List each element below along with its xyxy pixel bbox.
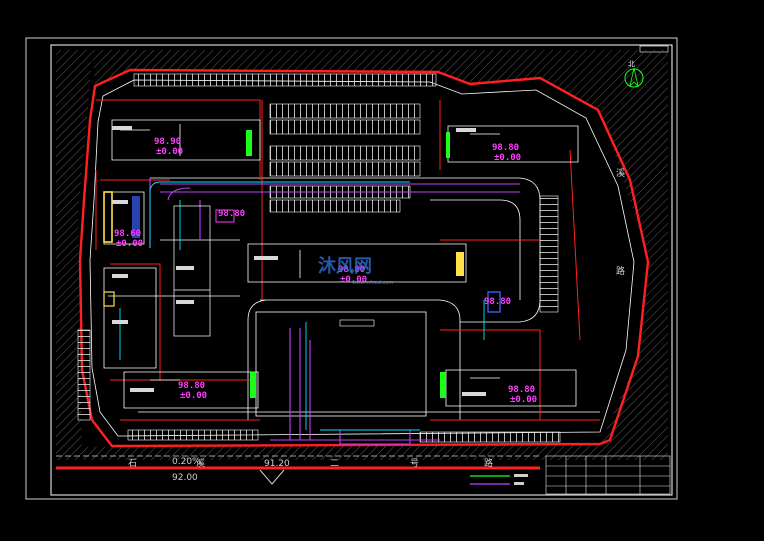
b7-elev: 98.80	[218, 209, 245, 219]
note-5	[462, 392, 486, 396]
underground-garage	[255, 311, 427, 417]
building-sw	[123, 371, 259, 409]
b6-elev: 98.80	[508, 385, 535, 395]
note-1	[112, 126, 132, 130]
blue-block-2	[487, 291, 501, 313]
b5-elev: 98.80	[178, 381, 205, 391]
note-2	[456, 128, 476, 132]
parking-mid-2	[269, 199, 401, 213]
small-annotations	[112, 126, 486, 396]
parking-top-block-1	[269, 103, 421, 119]
site-boundary-inner	[89, 79, 635, 437]
blue-block-1	[132, 196, 140, 238]
yellow-core-west-2	[103, 291, 115, 307]
parking-top-block-3	[269, 145, 421, 161]
road-char-2: 溪	[196, 457, 205, 469]
building-center	[247, 243, 467, 283]
entrance-arrow	[259, 469, 285, 485]
legend	[470, 474, 528, 485]
b2-elev: 98.80	[492, 143, 519, 153]
east-road-char-2: 路	[616, 265, 625, 277]
elevation-labels: 98.90 ±0.00 98.80 ±0.00 98.80 ±0.00 98.6…	[114, 137, 537, 405]
building-west-bottom	[103, 267, 157, 369]
parking-top-block-4	[269, 161, 421, 177]
road-char-3: 二	[330, 459, 339, 469]
watermark-text: 沐风网	[318, 255, 372, 277]
north-label: 北	[628, 60, 635, 68]
b6-sub: ±0.00	[510, 395, 537, 405]
parking-bottom	[127, 429, 259, 441]
magenta-box-1	[215, 209, 235, 223]
parking-top-block-2	[269, 119, 421, 135]
drawing-frame-outer	[25, 37, 678, 500]
title-block	[545, 455, 671, 495]
cyan-pipe-network	[119, 181, 485, 431]
north-arrow-needle	[629, 67, 639, 88]
note-9	[176, 266, 194, 270]
note-8	[112, 320, 128, 324]
parking-east	[539, 195, 559, 313]
note-10	[176, 300, 194, 304]
watermark: 沐风网 www.mfcad.com	[318, 255, 393, 286]
green-core-3	[440, 372, 446, 398]
road-char-5: 路	[484, 457, 493, 469]
drawing-frame-inner	[50, 44, 673, 496]
parking-top-left	[133, 73, 437, 87]
north-arrow: 北	[624, 60, 644, 88]
note-6	[112, 200, 128, 204]
hatched-ground	[56, 50, 668, 460]
east-road-char-1: 溪	[616, 167, 625, 179]
green-core-2	[250, 372, 256, 398]
b3-elev: 98.80	[338, 265, 365, 275]
green-core-4	[446, 132, 450, 158]
road-slope: 0.20%	[172, 457, 201, 467]
building-nw	[111, 119, 261, 161]
parking-west	[77, 329, 91, 421]
road-char-1: 石	[128, 459, 137, 469]
yellow-core-west	[103, 191, 113, 243]
purple-pipe-network	[149, 178, 520, 445]
b2-sub: ±0.00	[494, 153, 521, 163]
note-7	[112, 274, 128, 278]
note-4	[130, 388, 154, 392]
road-elevation: 92.00	[172, 473, 198, 483]
building-group	[103, 119, 579, 409]
b1-sub: ±0.00	[156, 147, 183, 157]
title-block-frame	[545, 455, 671, 495]
b1-elev: 98.90	[154, 137, 181, 147]
b5-sub: ±0.00	[180, 391, 207, 401]
green-core-1	[246, 130, 252, 156]
yellow-core-center	[456, 252, 464, 276]
b4-sub: ±0.00	[116, 239, 143, 249]
entrance-elevation: 91.20	[264, 459, 290, 469]
note-3	[254, 256, 278, 260]
site-boundary	[78, 68, 650, 448]
road-char-4: 号	[410, 458, 419, 469]
garage-label-box	[339, 319, 375, 327]
b4-elev: 98.60	[114, 229, 141, 239]
watermark-url: www.mfcad.com	[352, 280, 393, 286]
b8-elev: 98.80	[484, 297, 511, 307]
ramp-outline	[173, 205, 211, 337]
b3-sub: ±0.00	[340, 275, 367, 285]
parking-bottom-2	[419, 431, 561, 443]
